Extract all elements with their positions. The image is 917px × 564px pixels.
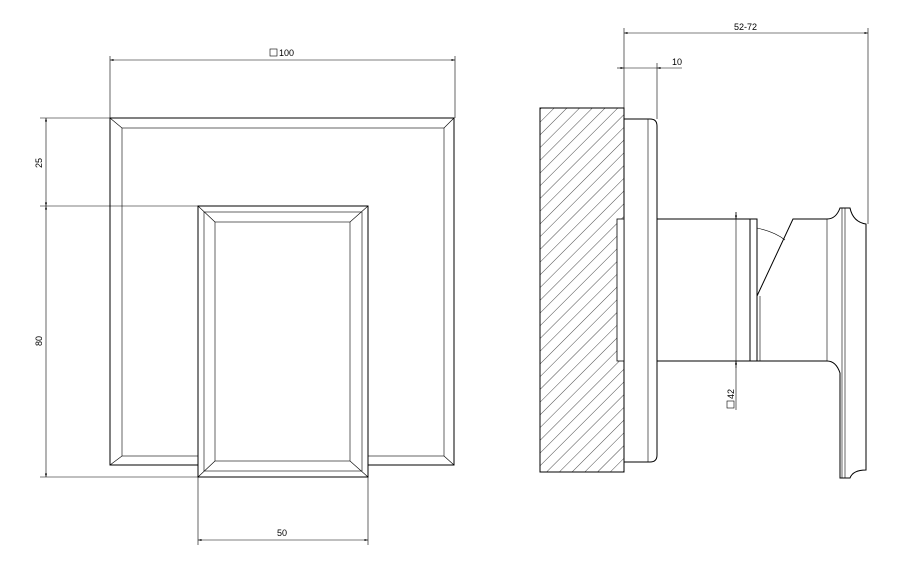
top-dim-label: 25 <box>34 158 44 168</box>
dimension-depth: 52-72 <box>623 22 869 224</box>
square-symbol-icon <box>269 48 278 57</box>
handle-width-dim-label: 50 <box>277 528 287 538</box>
dimension-height: 25 80 <box>34 117 198 478</box>
height-dim-label: 80 <box>34 336 44 346</box>
dimension-width: 100 <box>109 48 456 118</box>
width-dim-label: 100 <box>279 48 294 58</box>
front-view: 100 25 80 50 <box>34 48 456 545</box>
plate-side <box>624 118 658 463</box>
wall-section <box>539 107 625 473</box>
side-view: 52-72 10 42 <box>539 22 869 479</box>
dimension-handle-width: 50 <box>197 477 369 545</box>
dimension-plate: 10 <box>617 57 682 119</box>
plate-dim-label: 10 <box>672 57 682 67</box>
square-symbol-icon <box>726 400 735 409</box>
depth-dim-label: 52-72 <box>734 22 757 32</box>
dimension-cartridge: 42 <box>726 212 738 410</box>
handle-front <box>197 205 369 478</box>
cartridge-dim-label: 42 <box>726 389 736 399</box>
handle-side <box>756 207 867 479</box>
